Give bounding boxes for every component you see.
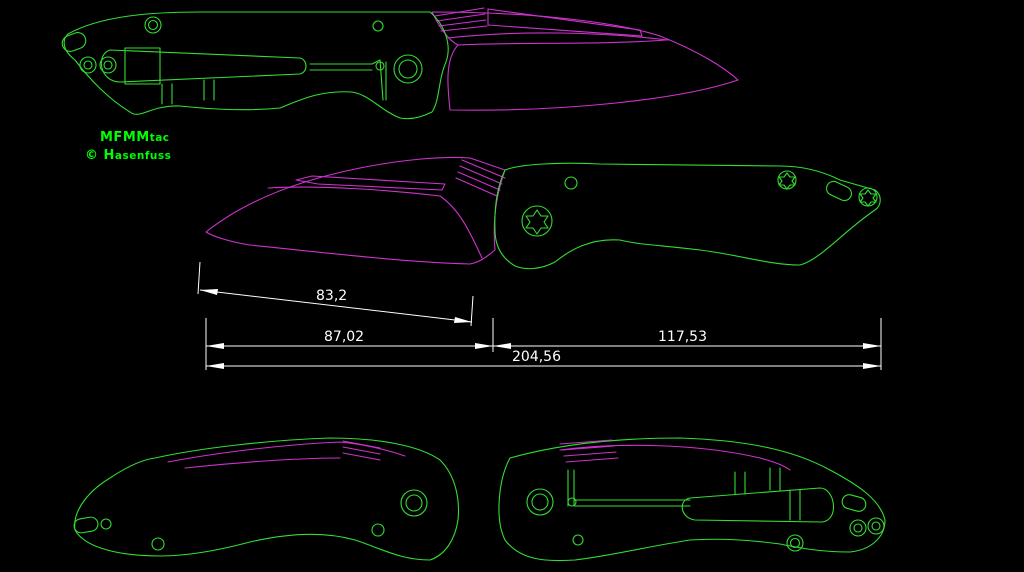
screw-top-2 <box>372 20 384 32</box>
blade-grind-top <box>457 39 667 46</box>
dim-edge-arrow-right <box>454 317 472 323</box>
credit-brand: MFMMtac <box>100 130 170 145</box>
clip-head-top <box>124 47 161 85</box>
pivot-inner-top <box>398 59 418 79</box>
lanyard-hole-bottom-left <box>73 516 99 534</box>
blade-spine-middle <box>295 175 446 191</box>
pivot-bottom-right <box>526 488 554 516</box>
blade-spine-bottom-left <box>167 441 406 463</box>
pivot-torx-middle <box>525 209 549 235</box>
blade-outline-top <box>431 11 739 111</box>
thumb-ramp-grooves-bottom-left <box>342 440 381 461</box>
dim-blade-arrow-left <box>206 343 224 349</box>
dim-overall-arrow-right <box>863 363 881 369</box>
blade-grind-bottom-left <box>184 457 341 469</box>
view-closed-bottom-left <box>73 437 459 561</box>
torx-bottom-right-1 <box>849 519 867 537</box>
dim-edge-label: 83,2 <box>316 288 347 304</box>
blade-spine-top <box>447 32 669 41</box>
screw-top-1 <box>144 16 162 34</box>
credit-brand-lead: MFMM <box>100 130 150 145</box>
view-closed-bottom-right <box>498 437 886 562</box>
dim-blade-arrow-right <box>475 343 493 349</box>
clip-head-bottom-right <box>789 489 801 521</box>
dimensions: 83,2 87,02 117,53 204,56 <box>197 261 882 370</box>
torx-bottom-right-2 <box>867 517 885 535</box>
dim-edge-extension-left <box>197 261 201 295</box>
screw-top-1-inner <box>147 19 159 31</box>
pivot-bottom-left <box>400 489 428 517</box>
blade-grind-middle <box>267 186 483 259</box>
dim-handle-arrow-left <box>493 343 511 349</box>
pocket-clip-top <box>100 49 307 83</box>
screw-bottom-left <box>151 537 165 551</box>
screw-middle-2-torx <box>859 189 877 207</box>
torx-top-2-inner <box>103 60 113 70</box>
dim-overall-arrow-left <box>206 363 224 369</box>
pivot-top <box>393 54 423 84</box>
lanyard-hole-middle <box>826 180 852 202</box>
torx-top-1-inner <box>83 60 93 70</box>
dim-handle-arrow-right <box>863 343 881 349</box>
dim-edge-extension-right <box>470 295 474 327</box>
pivot-bottom-left-inner <box>405 494 423 512</box>
lock-pin-bottom-right <box>567 497 577 507</box>
thumb-ramp-grooves-bottom-right <box>559 439 619 463</box>
handle-outline-bottom-right <box>498 437 886 562</box>
credit-author-lead: © H <box>85 148 115 163</box>
credit-brand-rest: tac <box>149 132 170 144</box>
dim-edge-arrow-left <box>200 289 218 295</box>
thumb-ramp-grooves-middle <box>455 159 506 197</box>
blade-spine-bottom-right <box>559 444 791 471</box>
lock-bar-bottom-right <box>567 469 691 507</box>
stop-pin-bottom-left <box>371 523 385 537</box>
view-show-side-middle <box>205 156 881 270</box>
thumb-ramp-grooves-top <box>434 7 643 37</box>
torx-top-1 <box>79 56 97 74</box>
torx-top-2 <box>99 56 117 74</box>
pivot-bottom-right-inner <box>531 493 549 511</box>
screw-bottom-right-2-inner <box>789 537 801 549</box>
dim-overall-label: 204,56 <box>512 349 561 365</box>
torx-bottom-right-2-inner <box>871 521 881 531</box>
handle-outline-bottom-left <box>74 437 459 561</box>
dim-edge-line <box>199 289 473 323</box>
lanyard-hole-top <box>61 32 87 52</box>
screw-middle-1-torx <box>778 172 796 190</box>
pivot-middle <box>521 205 553 237</box>
clip-lines-bottom-right <box>734 467 781 495</box>
blade-outline-middle <box>205 156 506 265</box>
handle-outline-middle <box>494 162 881 270</box>
credit-author: © Hasenfuss <box>85 148 171 163</box>
clip-lines-top <box>161 79 215 105</box>
screw-bottom-right-1 <box>572 534 584 546</box>
screw-bottom-right-2 <box>786 534 804 552</box>
screw-bottom-left-2 <box>100 518 112 530</box>
lock-pin-top <box>375 61 385 71</box>
stop-pin-middle <box>564 176 578 190</box>
lock-bar-top <box>309 59 387 101</box>
pocket-clip-bottom-right <box>681 487 835 523</box>
dim-handle-label: 117,53 <box>658 329 707 345</box>
torx-bottom-right-1-inner <box>853 523 863 533</box>
credit-author-rest: asenfuss <box>114 150 172 162</box>
lanyard-hole-bottom-right <box>841 494 867 512</box>
handle-outline-top <box>63 11 449 120</box>
view-clip-side-top <box>61 7 739 120</box>
dim-blade-label: 87,02 <box>324 329 364 345</box>
